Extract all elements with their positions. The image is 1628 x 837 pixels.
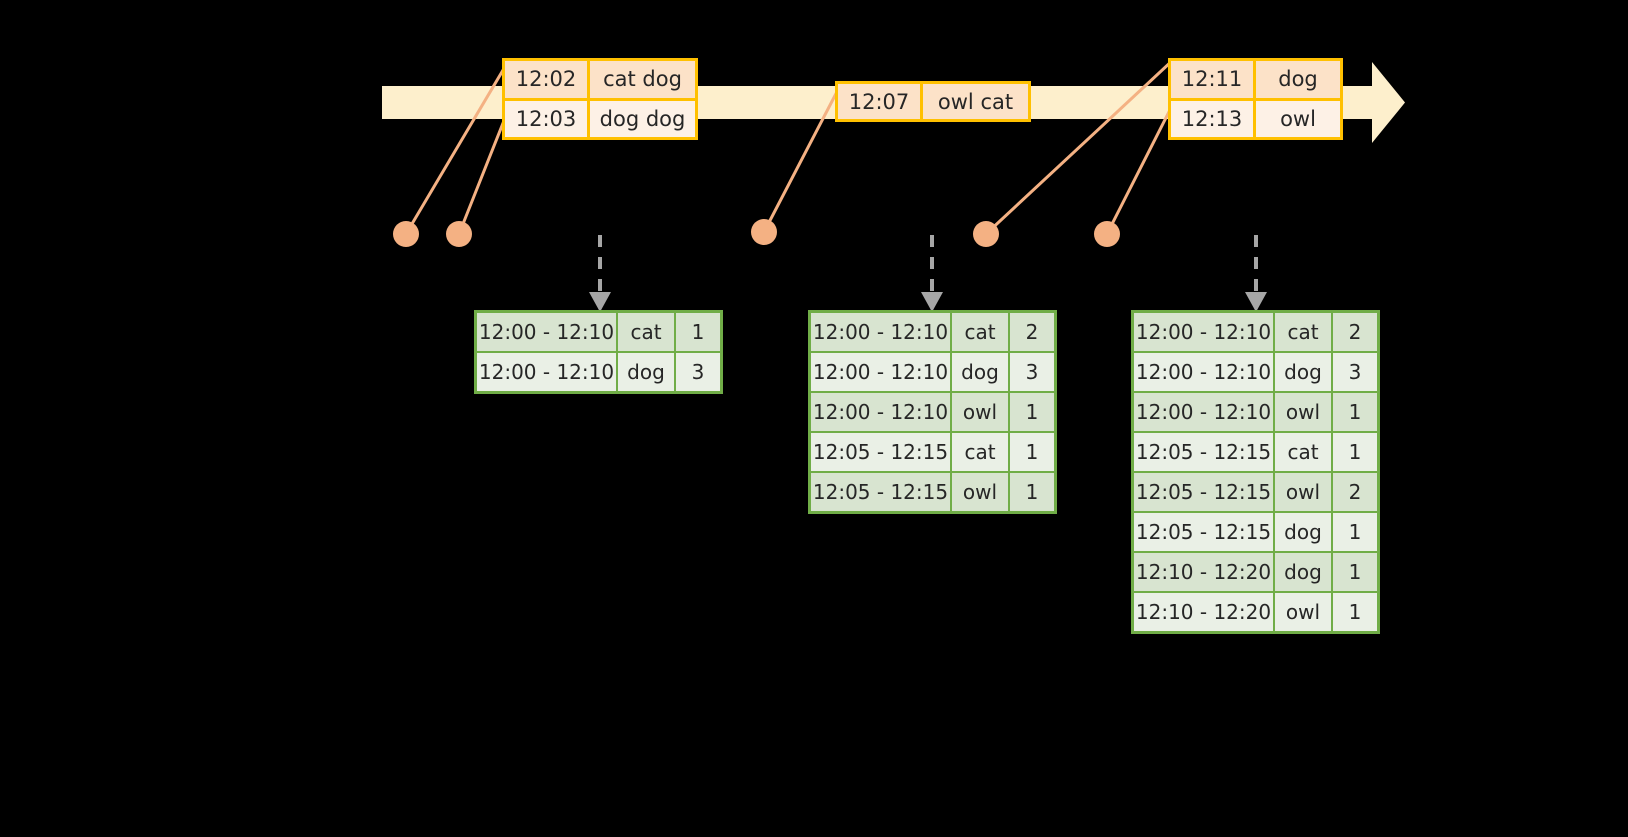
word-cell: dog	[618, 353, 676, 391]
window-cell: 12:00 - 12:10	[1134, 353, 1275, 391]
event-dot-1	[393, 221, 419, 247]
window-cell: 12:10 - 12:20	[1134, 553, 1275, 591]
event-dot-5	[1094, 221, 1120, 247]
window-cell: 12:05 - 12:15	[811, 433, 952, 471]
flow-arrow-2	[921, 235, 943, 312]
window-cell: 12:00 - 12:10	[1134, 393, 1275, 431]
event-dot-4	[973, 221, 999, 247]
count-cell: 3	[676, 353, 720, 391]
table-row[interactable]: 12:00 - 12:10 cat 2	[1134, 313, 1377, 351]
event-dot-2	[446, 221, 472, 247]
window-cell: 12:00 - 12:10	[811, 393, 952, 431]
window-cell: 12:10 - 12:20	[1134, 593, 1275, 631]
count-cell: 2	[1010, 313, 1054, 351]
event-time: 12:13	[1171, 100, 1256, 137]
window-cell: 12:00 - 12:10	[477, 313, 618, 351]
event-time: 12:07	[838, 84, 923, 119]
word-cell: dog	[952, 353, 1010, 391]
window-cell: 12:05 - 12:15	[1134, 513, 1275, 551]
event-time: 12:11	[1171, 61, 1256, 98]
event-box-2[interactable]: 12:07 owl cat	[835, 81, 1031, 122]
word-cell: owl	[952, 473, 1010, 511]
event-dots	[393, 219, 1120, 247]
event-row[interactable]: 12:07 owl cat	[838, 84, 1028, 119]
table-row[interactable]: 12:05 - 12:15 dog 1	[1134, 511, 1377, 551]
count-cell: 3	[1333, 353, 1377, 391]
count-cell: 3	[1010, 353, 1054, 391]
word-cell: cat	[618, 313, 676, 351]
window-cell: 12:00 - 12:10	[811, 313, 952, 351]
window-cell: 12:05 - 12:15	[1134, 433, 1275, 471]
connector-line-5	[1105, 96, 1178, 236]
event-row[interactable]: 12:11 dog	[1171, 61, 1340, 98]
table-row[interactable]: 12:00 - 12:10 cat 2	[811, 313, 1054, 351]
count-cell: 1	[1333, 513, 1377, 551]
table-row[interactable]: 12:05 - 12:15 owl 2	[1134, 471, 1377, 511]
event-words: cat dog	[590, 61, 695, 98]
word-cell: owl	[952, 393, 1010, 431]
window-cell: 12:00 - 12:10	[477, 353, 618, 391]
event-time: 12:02	[505, 61, 590, 98]
window-cell: 12:05 - 12:15	[1134, 473, 1275, 511]
count-cell: 1	[1333, 433, 1377, 471]
aggregate-table-1[interactable]: 12:00 - 12:10 cat 1 12:00 - 12:10 dog 3	[474, 310, 723, 394]
event-words: owl	[1256, 100, 1340, 137]
table-row[interactable]: 12:00 - 12:10 owl 1	[1134, 391, 1377, 431]
event-words: dog dog	[590, 100, 695, 137]
count-cell: 1	[1333, 553, 1377, 591]
word-cell: cat	[952, 433, 1010, 471]
table-row[interactable]: 12:00 - 12:10 dog 3	[811, 351, 1054, 391]
aggregate-table-2[interactable]: 12:00 - 12:10 cat 2 12:00 - 12:10 dog 3 …	[808, 310, 1057, 514]
count-cell: 1	[1333, 393, 1377, 431]
table-row[interactable]: 12:00 - 12:10 owl 1	[811, 391, 1054, 431]
event-words: dog	[1256, 61, 1340, 98]
connector-line-1	[404, 58, 511, 236]
word-cell: dog	[1275, 513, 1333, 551]
word-cell: owl	[1275, 393, 1333, 431]
word-cell: owl	[1275, 473, 1333, 511]
flow-arrows	[589, 235, 1267, 312]
word-cell: owl	[1275, 593, 1333, 631]
word-cell: dog	[1275, 553, 1333, 591]
word-cell: cat	[1275, 433, 1333, 471]
flow-arrow-1	[589, 235, 611, 312]
window-cell: 12:00 - 12:10	[811, 353, 952, 391]
word-cell: cat	[952, 313, 1010, 351]
event-box-1[interactable]: 12:02 cat dog 12:03 dog dog	[502, 58, 698, 140]
table-row[interactable]: 12:10 - 12:20 owl 1	[1134, 591, 1377, 631]
table-row[interactable]: 12:00 - 12:10 dog 3	[1134, 351, 1377, 391]
table-row[interactable]: 12:00 - 12:10 dog 3	[477, 351, 720, 391]
count-cell: 2	[1333, 473, 1377, 511]
event-row[interactable]: 12:02 cat dog	[505, 61, 695, 98]
table-row[interactable]: 12:10 - 12:20 dog 1	[1134, 551, 1377, 591]
count-cell: 2	[1333, 313, 1377, 351]
count-cell: 1	[1010, 473, 1054, 511]
word-cell: dog	[1275, 353, 1333, 391]
event-row[interactable]: 12:03 dog dog	[505, 97, 695, 137]
word-cell: cat	[1275, 313, 1333, 351]
flow-arrow-3	[1245, 235, 1267, 312]
count-cell: 1	[1010, 433, 1054, 471]
table-row[interactable]: 12:05 - 12:15 cat 1	[1134, 431, 1377, 471]
event-time: 12:03	[505, 100, 590, 137]
window-cell: 12:00 - 12:10	[1134, 313, 1275, 351]
table-row[interactable]: 12:05 - 12:15 cat 1	[811, 431, 1054, 471]
window-cell: 12:05 - 12:15	[811, 473, 952, 511]
count-cell: 1	[676, 313, 720, 351]
event-row[interactable]: 12:13 owl	[1171, 97, 1340, 137]
count-cell: 1	[1333, 593, 1377, 631]
table-row[interactable]: 12:00 - 12:10 cat 1	[477, 313, 720, 351]
table-row[interactable]: 12:05 - 12:15 owl 1	[811, 471, 1054, 511]
event-box-3[interactable]: 12:11 dog 12:13 owl	[1168, 58, 1343, 140]
event-dot-3	[751, 219, 777, 245]
aggregate-table-3[interactable]: 12:00 - 12:10 cat 2 12:00 - 12:10 dog 3 …	[1131, 310, 1380, 634]
connector-line-3	[762, 82, 843, 234]
event-words: owl cat	[923, 84, 1028, 119]
count-cell: 1	[1010, 393, 1054, 431]
